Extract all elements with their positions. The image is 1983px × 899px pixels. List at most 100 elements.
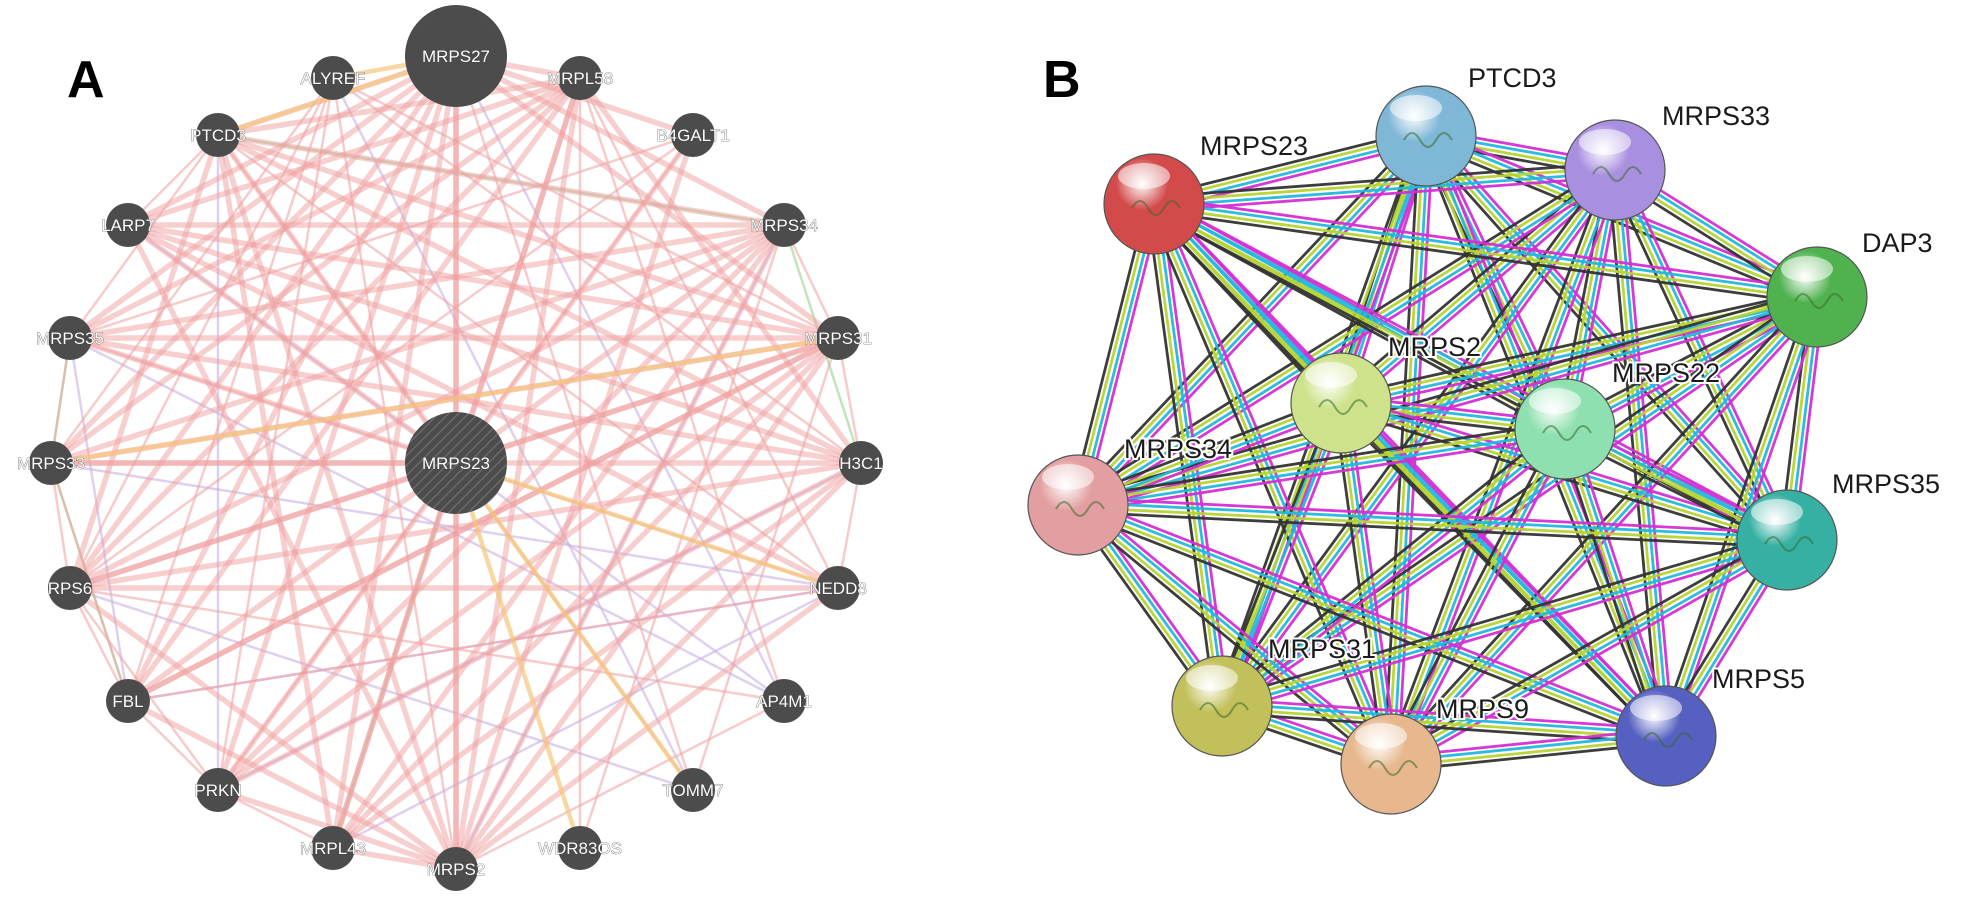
physical-interaction-edge bbox=[577, 75, 864, 466]
node-mrps35[interactable]: MRPS35 bbox=[1736, 467, 1942, 591]
node-mrpl43[interactable]: MRPL43 bbox=[300, 826, 366, 870]
physical-interaction-edge bbox=[67, 585, 459, 872]
evidence-line bbox=[1658, 294, 1812, 735]
node-circle[interactable] bbox=[48, 566, 92, 610]
node-ap4m1[interactable]: AP4M1 bbox=[756, 679, 812, 723]
evidence-line bbox=[1154, 200, 1789, 540]
evidence-line bbox=[1077, 506, 1787, 544]
node-h3c1[interactable]: H3C1 bbox=[839, 441, 883, 485]
physical-interaction-edge bbox=[67, 132, 221, 591]
evidence-line bbox=[1423, 136, 1787, 543]
node-label: B4GALT1 bbox=[656, 126, 729, 145]
physical-interaction-edge bbox=[330, 53, 459, 851]
node-mrps2[interactable]: MRPS2 bbox=[1290, 330, 1483, 454]
node-circle[interactable] bbox=[671, 768, 715, 812]
node-fbl[interactable]: FBL bbox=[106, 679, 150, 723]
node-circle[interactable] bbox=[762, 679, 806, 723]
node-label: MRPS2 bbox=[427, 860, 486, 879]
node-circle[interactable] bbox=[106, 679, 150, 723]
evidence-line bbox=[1153, 205, 1817, 301]
physical-interaction-edge bbox=[215, 132, 787, 228]
node-circle[interactable] bbox=[196, 768, 240, 812]
evidence-line bbox=[1154, 195, 1819, 292]
evidence-line bbox=[1154, 200, 1818, 296]
node-mrps31[interactable]: MRPS31 bbox=[804, 316, 872, 360]
node-mrps22[interactable]: MRPS22 bbox=[1514, 356, 1722, 480]
evidence-line bbox=[1225, 301, 1822, 713]
node-mrps23[interactable]: MRPS23 bbox=[405, 412, 507, 514]
evidence-line bbox=[1221, 711, 1666, 745]
evidence-line bbox=[1218, 401, 1340, 706]
node-circle[interactable] bbox=[434, 847, 478, 891]
node-circle[interactable] bbox=[311, 56, 355, 100]
node-tomm7[interactable]: TOMM7 bbox=[662, 768, 724, 812]
node-alyref[interactable]: ALYREF bbox=[300, 56, 366, 100]
evidence-line bbox=[1216, 422, 1562, 702]
node-label: PTCD3 bbox=[1468, 63, 1557, 93]
node-circle[interactable] bbox=[405, 412, 507, 514]
node-label: MRPS23 bbox=[1200, 131, 1308, 161]
node-circle[interactable] bbox=[839, 441, 883, 485]
node-circle[interactable] bbox=[196, 113, 240, 157]
physical-interaction-edge bbox=[454, 699, 786, 871]
physical-interaction-edge bbox=[67, 75, 583, 341]
node-mrps5[interactable]: MRPS5 bbox=[1615, 662, 1807, 787]
node-label: MRPS31 bbox=[804, 329, 872, 348]
physical-interaction-edge bbox=[67, 75, 583, 591]
evidence-line bbox=[1076, 420, 1565, 500]
node-highlight bbox=[1529, 388, 1581, 414]
node-circle[interactable] bbox=[816, 316, 860, 360]
node-circle[interactable] bbox=[29, 441, 73, 485]
node-wdr83os[interactable]: WDR83OS bbox=[538, 826, 622, 870]
node-mrps34[interactable]: MRPS34 bbox=[750, 203, 818, 247]
node-label: H3C1 bbox=[839, 454, 882, 473]
node-circle[interactable] bbox=[816, 566, 860, 610]
node-circle[interactable] bbox=[671, 113, 715, 157]
node-prkn[interactable]: PRKN bbox=[194, 768, 242, 812]
node-larp7[interactable]: LARP7 bbox=[101, 203, 155, 247]
node-nedd8[interactable]: NEDD8 bbox=[809, 566, 867, 610]
node-label: MRPS31 bbox=[1268, 634, 1376, 664]
evidence-line bbox=[1332, 403, 1386, 766]
node-ptcd3[interactable]: PTCD3 bbox=[190, 113, 246, 157]
node-dap3[interactable]: DAP3 bbox=[1766, 226, 1935, 348]
node-circle[interactable] bbox=[762, 203, 806, 247]
evidence-line bbox=[1153, 161, 1615, 199]
physical-interaction-edge bbox=[125, 698, 459, 872]
node-mrps9[interactable]: MRPS9 bbox=[1340, 692, 1531, 815]
interaction-edge bbox=[1073, 162, 1620, 513]
physical-interaction-edge bbox=[453, 222, 787, 872]
evidence-line bbox=[1345, 397, 1673, 733]
node-ptcd3[interactable]: PTCD3 bbox=[1375, 61, 1559, 187]
node-b4galt1[interactable]: B4GALT1 bbox=[656, 113, 730, 157]
evidence-line bbox=[1430, 130, 1794, 537]
physical-interaction-edge bbox=[215, 460, 459, 793]
node-highlight bbox=[1118, 163, 1170, 189]
node-mrps2[interactable]: MRPS2 bbox=[426, 847, 486, 891]
node-label: ALYREF bbox=[301, 69, 366, 88]
node-mrps33[interactable]: MRPS33 bbox=[1564, 99, 1772, 221]
node-circle[interactable] bbox=[558, 826, 602, 870]
node-circle[interactable] bbox=[405, 5, 507, 107]
node-mrps27[interactable]: MRPS27 bbox=[405, 5, 507, 107]
node-label: WDR83OS bbox=[538, 839, 622, 858]
physical-interaction-edge bbox=[48, 53, 459, 466]
evidence-line bbox=[1076, 293, 1817, 504]
node-mrpl58[interactable]: MRPL58 bbox=[547, 56, 613, 100]
node-circle[interactable] bbox=[106, 203, 150, 247]
evidence-line bbox=[1223, 403, 1345, 708]
node-mrps31[interactable]: MRPS31 bbox=[1171, 632, 1378, 757]
physical-interaction-edge bbox=[67, 222, 787, 341]
node-mrps35[interactable]: MRPS35 bbox=[36, 316, 104, 360]
node-mrps33[interactable]: MRPS33 bbox=[17, 441, 85, 485]
protein-structure-icon bbox=[1643, 732, 1693, 748]
node-rps6[interactable]: RPS6 bbox=[47, 566, 93, 610]
pathway-edge bbox=[48, 335, 841, 466]
node-mrps23[interactable]: MRPS23 bbox=[1103, 129, 1310, 255]
node-circle[interactable] bbox=[311, 826, 355, 870]
node-circle[interactable] bbox=[558, 56, 602, 100]
node-label: MRPS34 bbox=[750, 216, 818, 235]
node-circle[interactable] bbox=[48, 316, 92, 360]
node-mrps34[interactable]: MRPS34 bbox=[1027, 432, 1234, 556]
